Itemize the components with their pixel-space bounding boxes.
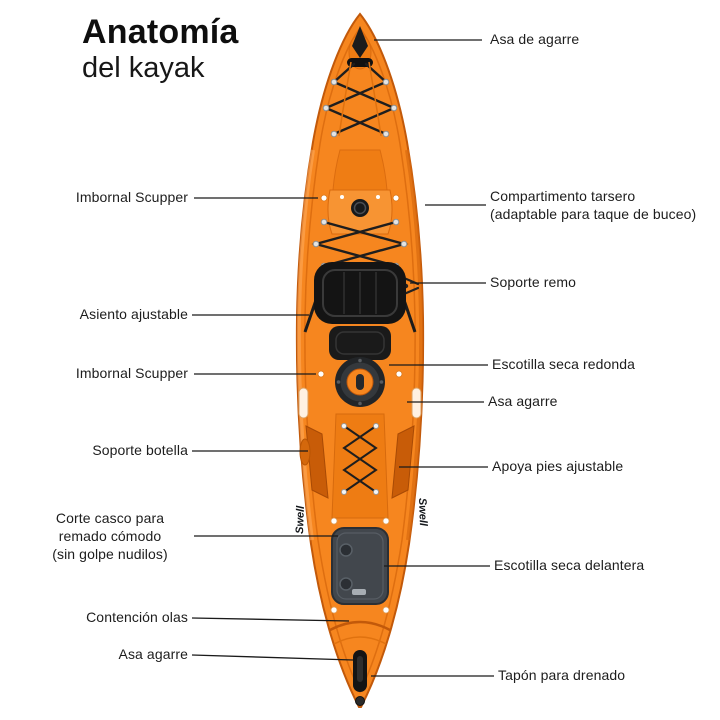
scupper-hole-right-top <box>392 194 400 202</box>
seat-cushion <box>329 326 391 360</box>
hatch-corner-dots <box>330 517 390 614</box>
leader-lines <box>191 39 494 677</box>
label-corte-casco: Corte casco para remado cómodo (sin golp… <box>52 510 168 562</box>
scupper-hole-right-mid <box>395 370 403 378</box>
bow-carry-handle-icon <box>352 26 368 58</box>
label-imbornal-scupper-top: Imbornal Scupper <box>75 189 188 205</box>
brand-mark-left: Swell <box>294 505 307 534</box>
seat-icon <box>303 262 417 360</box>
scupper-hole-left-mid <box>317 370 325 378</box>
label-soporte-botella: Soporte botella <box>92 442 188 458</box>
seat-seam <box>343 272 377 314</box>
hull-highlight-left <box>296 149 315 541</box>
hull-shadow-right <box>405 149 424 541</box>
label-tapon-para-drenado: Tapón para drenado <box>498 667 626 683</box>
deck-dot <box>340 195 344 199</box>
leader-asa-agarre-inferior <box>191 654 354 661</box>
label-apoya-pies-ajustable: Apoya pies ajustable <box>492 458 624 474</box>
bow-molding-left <box>338 61 352 137</box>
compartment-latch-icon <box>351 199 369 217</box>
bottle-holder-icon <box>299 438 311 466</box>
footwell-panel <box>331 413 389 519</box>
compartment-latch-ring <box>353 201 367 215</box>
side-handle-left-icon <box>298 387 309 419</box>
label-asa-agarre-lateral: Asa agarre <box>488 393 558 409</box>
label-compartimento-tarsero: Compartimento tarsero (adaptable para ta… <box>490 188 697 222</box>
brand-mark-right: Swell <box>416 498 429 527</box>
deck-dot <box>376 195 380 199</box>
round-hatch-icon <box>335 357 385 407</box>
footrest-right-icon <box>391 425 415 499</box>
label-imbornal-scupper-mid: Imbornal Scupper <box>75 365 188 381</box>
hatch-brand-patch <box>352 589 366 595</box>
seat-cushion-pad <box>335 331 385 355</box>
title-line-2: del kayak <box>82 51 205 84</box>
footrest-left-icon <box>305 425 329 499</box>
bow-molding-right <box>368 61 382 137</box>
front-bungee-eyelets <box>322 78 398 138</box>
footwell-bungee-eyelets <box>341 423 379 495</box>
side-handle-right-icon <box>411 387 422 419</box>
stern-handle-slot <box>357 656 363 682</box>
label-asa-agarre-inferior: Asa agarre <box>118 646 188 662</box>
title-line-1: Anatomía <box>82 13 239 51</box>
wave-deflector-icon <box>329 620 391 632</box>
console-taper <box>332 149 388 191</box>
label-asa-de-agarre: Asa de agarre <box>490 31 580 47</box>
label-contencion-olas: Contención olas <box>86 609 188 625</box>
footwell-bungee-icon <box>342 425 378 493</box>
wave-deflector-ridge2 <box>333 636 387 645</box>
label-asiento-ajustable: Asiento ajustable <box>79 306 188 322</box>
kayak-illustration: Swell Swell <box>294 12 429 708</box>
label-soporte-remo: Soporte remo <box>490 274 577 290</box>
label-escotilla-seca-redonda: Escotilla seca redonda <box>492 356 636 372</box>
leader-contencion-olas <box>191 617 350 622</box>
front-hatch-icon <box>331 527 389 605</box>
seat-backrest-pad <box>322 269 398 317</box>
label-escotilla-seca-delantera: Escotilla seca delantera <box>494 557 645 573</box>
scupper-hole-left-top <box>320 194 328 202</box>
drain-plug-icon <box>355 696 365 706</box>
page-title: Anatomía del kayak <box>82 14 239 85</box>
